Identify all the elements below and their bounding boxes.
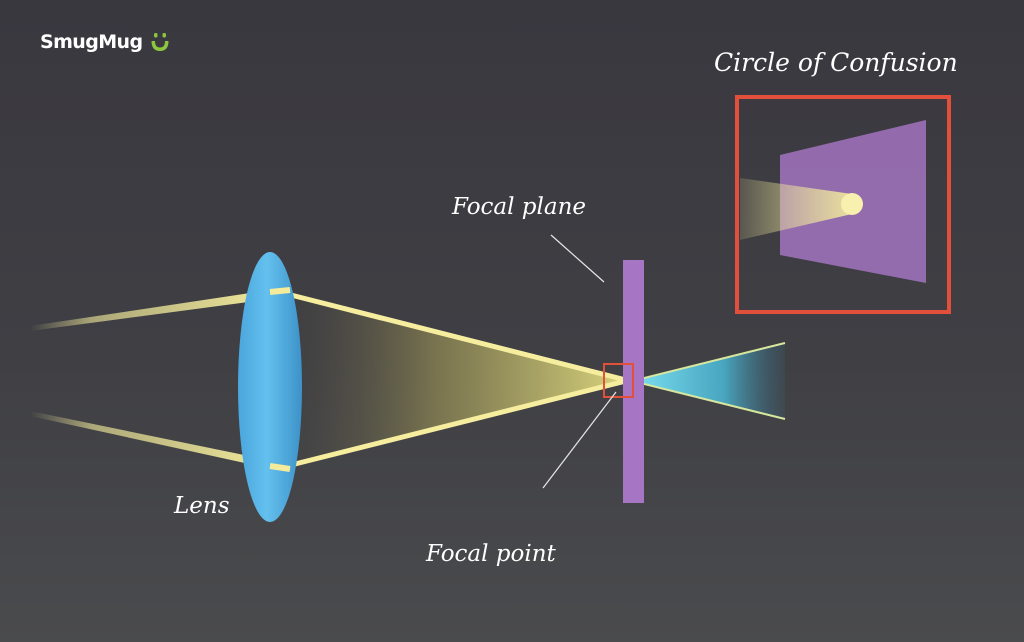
- converging-ray-top: [282, 290, 627, 383]
- focal-plane-label: Focal plane: [452, 194, 587, 220]
- converging-light-cone: [283, 290, 625, 470]
- diverging-ray-edges: [631, 342, 786, 420]
- lens-shape: [238, 252, 302, 522]
- brand-name: SmugMug: [40, 31, 143, 53]
- lens-label: Lens: [174, 493, 230, 519]
- diverging-ray-top: [631, 342, 786, 382]
- inset-light-beam: [740, 178, 852, 240]
- incoming-ray-bottom: [30, 411, 278, 470]
- converging-ray-edges: [282, 290, 627, 470]
- confusion-circle: [841, 193, 863, 215]
- lens-ray-entry-marks: [269, 287, 291, 472]
- circle-of-confusion-inset: [735, 95, 951, 314]
- diverging-ray-bottom: [631, 380, 786, 420]
- focal-plane-pointer-line: [550, 234, 605, 283]
- converging-ray-bottom: [282, 378, 627, 470]
- focal-point-pointer-line: [542, 391, 617, 489]
- diverging-light-cone: [632, 343, 785, 419]
- inset-highlight-box: [735, 95, 951, 314]
- focal-point-box: [603, 363, 634, 398]
- incoming-ray-top: [30, 289, 279, 331]
- incoming-light-rays: [30, 289, 279, 470]
- brand-logo: SmugMug: [40, 26, 174, 58]
- smiley-icon: [151, 33, 169, 51]
- focal-point-label: Focal point: [426, 541, 556, 567]
- circle-of-confusion-label: Circle of Confusion: [714, 48, 958, 77]
